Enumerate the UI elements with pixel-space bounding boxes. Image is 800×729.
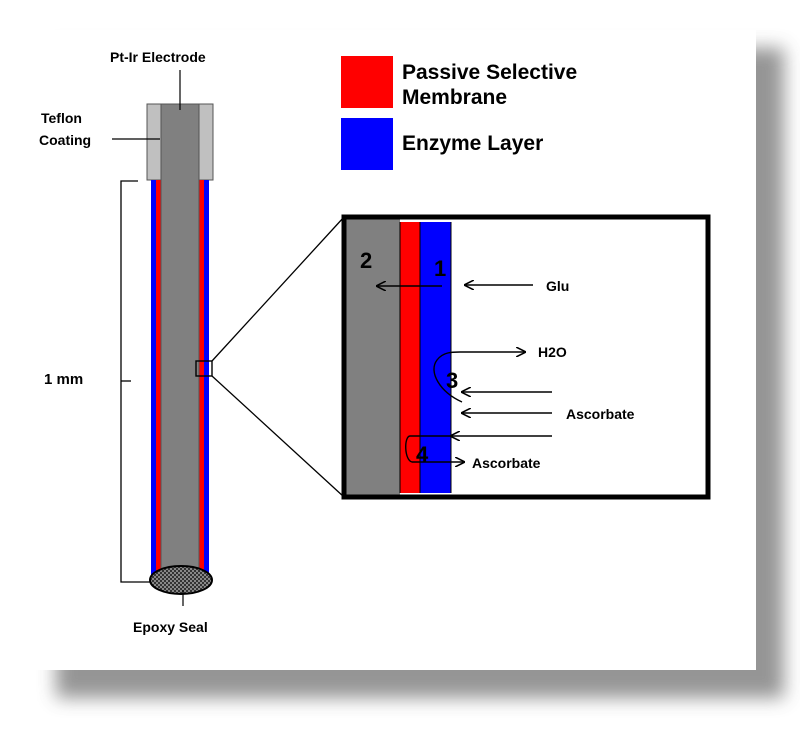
inset-enzyme-layer (420, 222, 451, 493)
reaction-arrows (377, 285, 552, 462)
enzyme-layer-left (151, 180, 156, 578)
legend-swatch-membrane (341, 56, 393, 108)
ascorbate-label-1: Ascorbate (566, 406, 635, 422)
pt-ir-electrode-label: Pt-Ir Electrode (110, 49, 206, 65)
teflon-coating-label-line1: Teflon (41, 110, 82, 126)
inset-panel: 1 2 3 4 Glu H2O Ascorbate Ascorbate (341, 214, 711, 500)
membrane-layer-right (199, 180, 204, 578)
legend-membrane-label-line2: Membrane (402, 86, 507, 109)
legend: Passive Selective Membrane Enzyme Layer (341, 56, 577, 170)
leader-lines (112, 70, 184, 606)
length-bracket (120, 180, 150, 583)
membrane-layer-left (156, 180, 161, 578)
step-3-number: 3 (446, 368, 458, 393)
glu-label: Glu (546, 278, 569, 294)
step-4-number: 4 (416, 442, 429, 467)
step-1-number: 1 (434, 256, 446, 281)
epoxy-seal (149, 565, 213, 595)
legend-membrane-label-line1: Passive Selective (402, 61, 577, 84)
pt-ir-core (160, 103, 200, 579)
legend-swatch-enzyme (341, 118, 393, 170)
epoxy-seal-label: Epoxy Seal (133, 619, 208, 635)
inset-border (341, 214, 711, 500)
ascorbate-label-2: Ascorbate (472, 455, 541, 471)
inset-membrane-layer (400, 222, 420, 493)
inset-electrode-core (344, 217, 400, 497)
magnified-region-marker (195, 360, 213, 377)
electrode (146, 103, 214, 595)
h2o-arrow (433, 352, 525, 403)
ascorbate-reject-arrow (405, 435, 464, 462)
step-2-number: 2 (360, 248, 372, 273)
h2o-label: H2O (538, 344, 567, 360)
enzyme-layer-right (204, 180, 209, 578)
length-label: 1 mm (44, 371, 83, 388)
teflon-coating-label-line2: Coating (39, 132, 91, 148)
legend-enzyme-label: Enzyme Layer (402, 132, 543, 155)
zoom-lines (211, 216, 345, 498)
